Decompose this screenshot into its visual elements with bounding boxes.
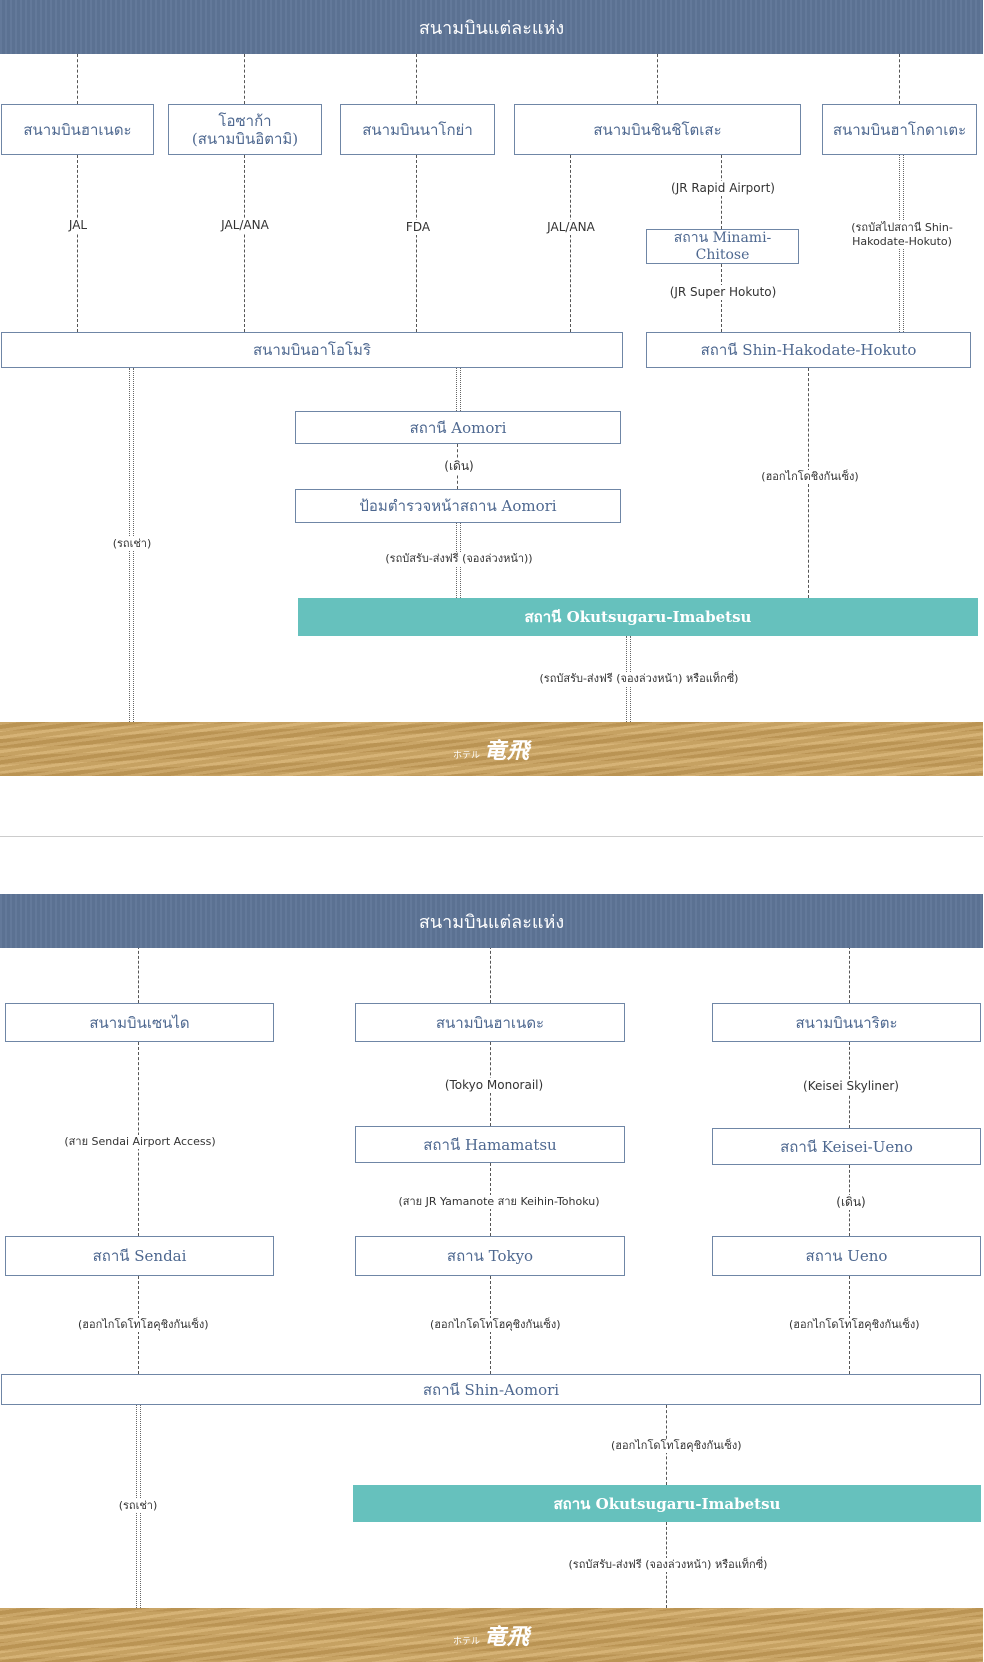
sendai-airport-access-label: (สาย Sendai Airport Access) [52, 1135, 228, 1149]
connector [899, 54, 900, 104]
tohoku-shinkansen-label-2: (ฮอกไกโดโทโฮคุชิงกันเซ็ง) [428, 1318, 561, 1332]
connector [244, 155, 245, 332]
connector [416, 155, 417, 332]
connector [849, 946, 850, 1003]
haneda-airport-box: สนามบินฮาเนดะ [1, 104, 154, 155]
hotel-logo-small-2: ホテル [452, 1637, 480, 1647]
rental-car-label-2: (รถเช่า) [114, 1499, 162, 1513]
osaka-label: โอซาก้า [218, 111, 272, 130]
sendai-airport-box: สนามบินเซนได [5, 1003, 274, 1042]
hotel-logo: ホテル 竜飛 [453, 733, 530, 765]
haneda-airport-box-2: สนามบินฮาเนดะ [355, 1003, 625, 1042]
hotel-banner-2: ホテル 竜飛 [0, 1608, 983, 1662]
osaka-itami-airport-box: โอซาก้า (สนามบินอิตามิ) [168, 104, 322, 155]
flight-label-fda: FDA [400, 220, 436, 235]
connector [77, 155, 78, 332]
hokkaido-shinkansen-label: (ฮอกไกโดชิงกันเซ็ง) [756, 470, 864, 484]
keisei-ueno-station-box: สถานี Keisei-Ueno [712, 1128, 981, 1165]
okutsugaru-imabetsu-box-2: สถาน Okutsugaru-Imabetsu [353, 1485, 981, 1522]
itami-label: (สนามบินอิตามิ) [191, 129, 299, 148]
shin-chitose-airport-box: สนามบินชินชิโตเสะ [514, 104, 801, 155]
aomori-police-box: ป้อมตำรวจหน้าสถาน Aomori [295, 489, 621, 523]
flight-label-jal-ana-chitose: JAL/ANA [536, 220, 606, 235]
section-divider [0, 836, 983, 837]
connector [416, 54, 417, 104]
hotel-banner: ホテル 竜飛 [0, 722, 983, 776]
tokyo-monorail-label: (Tokyo Monorail) [440, 1078, 548, 1093]
tohoku-shinkansen-label-3: (ฮอกไกโดโทโฮคุชิงกันเซ็ง) [787, 1318, 920, 1332]
hakodate-bus-label: (รถบัสไปสถานี Shin- Hakodate-Hokuto) [838, 221, 966, 249]
aomori-station-box: สถานี Aomori [295, 411, 621, 444]
flight-label-jal: JAL [61, 218, 95, 233]
hakodate-bus-line1: (รถบัสไปสถานี Shin- [851, 221, 953, 234]
airports-banner: สนามบินแต่ละแห่ง [0, 0, 983, 54]
walk-label-2: (เดิน) [828, 1195, 874, 1210]
okutsugaru-imabetsu-box: สถานี Okutsugaru-Imabetsu [298, 598, 978, 636]
connector [138, 946, 139, 1003]
shin-aomori-station-box: สถานี Shin-Aomori [1, 1374, 981, 1405]
aomori-airport-box: สนามบินอาโอโมริ [1, 332, 623, 368]
hotel-logo-name-2: 竜飛 [484, 1624, 531, 1650]
connector [244, 54, 245, 104]
connector [657, 54, 658, 104]
connector [490, 946, 491, 1003]
hakodate-bus-line2: Hakodate-Hokuto) [852, 234, 952, 248]
tohoku-shinkansen-label-4: (ฮอกไกโดโทโฮคุชิงกันเซ็ง) [609, 1439, 742, 1453]
keisei-skyliner-label: (Keisei Skyliner) [797, 1079, 905, 1094]
jr-lines-label: (สาย JR Yamanote สาย Keihin-Tohoku) [382, 1195, 616, 1209]
connector [570, 155, 571, 332]
jr-rapid-airport-label: (JR Rapid Airport) [661, 181, 785, 196]
hotel-logo-2: ホテル 竜飛 [453, 1619, 530, 1651]
shuttle-or-taxi-label-2: (รถบัสรับ-ส่งฟรี (จองล่วงหน้า) หรือแท็กซ… [554, 1558, 782, 1572]
hotel-logo-small: ホテル [452, 751, 480, 761]
connector [77, 54, 78, 104]
airports-banner-2: สนามบินแต่ละแห่ง [0, 894, 983, 948]
tohoku-shinkansen-label-1: (ฮอกไกโดโทโฮคุชิงกันเซ็ง) [76, 1318, 209, 1332]
walk-label: (เดิน) [436, 459, 482, 474]
hakodate-airport-box: สนามบินฮาโกดาเตะ [822, 104, 977, 155]
minami-chitose-station-box: สถาน Minami-Chitose [646, 229, 799, 264]
sendai-station-box: สถานี Sendai [5, 1236, 274, 1276]
rental-car-label: (รถเช่า) [104, 537, 160, 551]
hotel-logo-name: 竜飛 [484, 738, 531, 764]
connector [456, 368, 461, 411]
jr-super-hokuto-label: (JR Super Hokuto) [660, 285, 786, 300]
hamamatsu-station-box: สถานี Hamamatsu [355, 1126, 625, 1163]
ueno-station-box: สถาน Ueno [712, 1236, 981, 1276]
flight-label-jal-ana-osaka: JAL/ANA [210, 218, 280, 233]
tokyo-station-box: สถาน Tokyo [355, 1236, 625, 1276]
shin-hakodate-hokuto-box: สถานี Shin-Hakodate-Hokuto [646, 332, 971, 368]
free-shuttle-label: (รถบัสรับ-ส่งฟรี (จองล่วงหน้า)) [374, 552, 544, 566]
nagoya-airport-box: สนามบินนาโกย่า [340, 104, 495, 155]
narita-airport-box: สนามบินนาริตะ [712, 1003, 981, 1042]
shuttle-or-taxi-label: (รถบัสรับ-ส่งฟรี (จองล่วงหน้า) หรือแท็กซ… [525, 672, 753, 686]
